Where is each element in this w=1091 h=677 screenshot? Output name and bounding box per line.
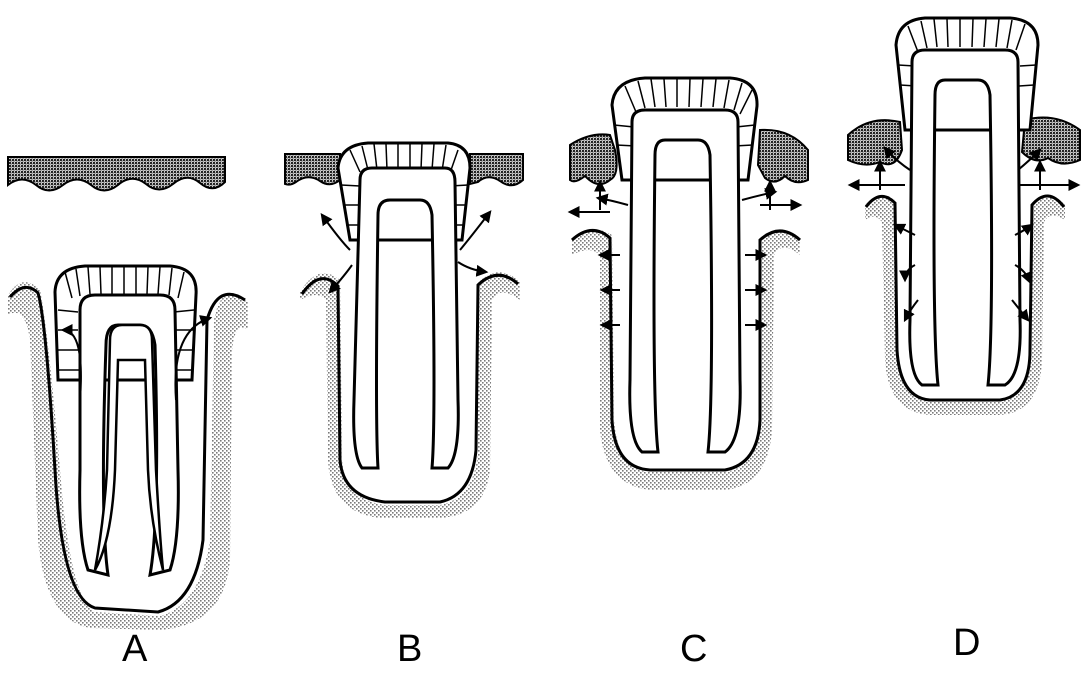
oral-epithelium xyxy=(285,154,340,185)
panel-d xyxy=(848,18,1080,415)
panel-label-c: C xyxy=(680,630,707,668)
oral-epithelium xyxy=(8,157,225,191)
panel-label-b: B xyxy=(397,630,422,668)
panel-a xyxy=(8,157,248,630)
panel-b xyxy=(285,143,523,518)
arrow-right-down xyxy=(458,262,486,272)
gingiva xyxy=(758,130,808,182)
panel-label-a: A xyxy=(122,630,147,668)
panel-label-d: D xyxy=(953,624,980,662)
oral-epithelium xyxy=(470,154,523,185)
bone-crypt xyxy=(300,272,520,518)
gingiva xyxy=(570,134,617,184)
bone-crypt xyxy=(572,229,800,490)
panel-c xyxy=(570,78,808,490)
